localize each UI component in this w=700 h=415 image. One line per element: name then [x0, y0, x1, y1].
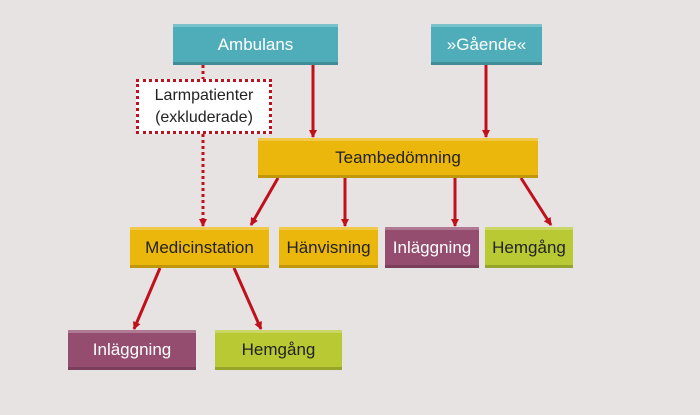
arrow-medicin-inlaggning: [132, 267, 162, 330]
node-label: Hänvisning: [286, 237, 371, 257]
arrow-team-hemgang: [519, 177, 553, 226]
node-ambulans: Ambulans: [173, 24, 338, 65]
arrow-team-medicin: [249, 177, 280, 226]
node-label: Larmpatienter: [154, 86, 254, 104]
node-label: Hemgång: [241, 340, 316, 359]
node-hemgang-medicin: Hemgång: [215, 330, 342, 370]
node-hemgang-team: Hemgång: [485, 227, 573, 268]
node-inlaggning-medicin: Inläggning: [68, 330, 196, 370]
node-label: Teambedömning: [335, 148, 461, 167]
node-label: Inläggning: [92, 340, 172, 359]
node-label: Hemgång: [492, 237, 566, 257]
arrow-medicin-hemgang: [232, 267, 263, 330]
node-label: Inläggning: [392, 237, 472, 257]
node-label: (exkluderade): [155, 108, 253, 126]
node-medicinstation: Medicinstation: [130, 227, 269, 268]
node-label: Ambulans: [217, 34, 294, 54]
node-hanvisning: Hänvisning: [279, 227, 378, 268]
node-label: Medicinstation: [145, 237, 254, 257]
node-larmpatienter-excluded: Larmpatienter (exkluderade): [136, 79, 272, 134]
node-teambedomning: Teambedömning: [258, 138, 538, 178]
node-inlaggning-team: Inläggning: [385, 227, 479, 268]
node-label: »Gående«: [446, 34, 527, 54]
node-gaende: »Gående«: [431, 24, 542, 65]
